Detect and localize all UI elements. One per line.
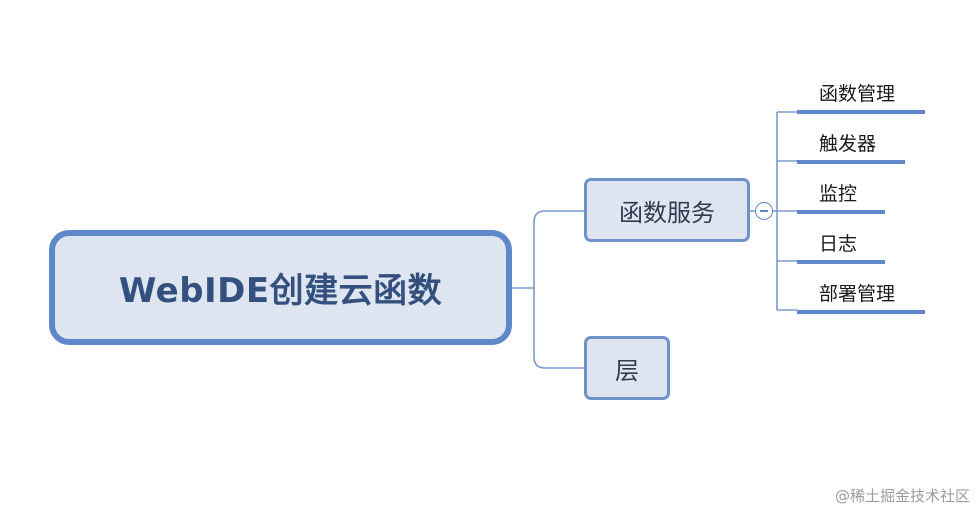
leaf-node-deployment-management[interactable]: 部署管理 xyxy=(797,272,925,314)
leaf-node-label: 触发器 xyxy=(819,133,877,155)
leaf-underline xyxy=(797,110,925,114)
leaf-underline xyxy=(797,210,885,214)
collapse-toggle-button[interactable] xyxy=(755,202,773,220)
root-node-label: WebIDE创建云函数 xyxy=(118,271,443,311)
leaf-node-label: 日志 xyxy=(819,233,858,255)
leaf-underline xyxy=(797,160,905,164)
minus-icon xyxy=(760,210,768,212)
leaf-node-function-management[interactable]: 函数管理 xyxy=(797,72,925,114)
leaf-underline xyxy=(797,310,925,314)
leaf-node-label: 监控 xyxy=(819,183,858,205)
leaf-node-logs[interactable]: 日志 xyxy=(797,222,885,264)
connector-services xyxy=(533,210,584,288)
leaf-node-label: 部署管理 xyxy=(819,283,896,305)
leaf-node-monitoring[interactable]: 监控 xyxy=(797,172,885,214)
branch-node-function-services[interactable]: 函数服务 xyxy=(584,178,750,242)
root-node[interactable]: WebIDE创建云函数 xyxy=(49,230,512,345)
leaf-node-trigger[interactable]: 触发器 xyxy=(797,122,905,164)
branch-node-label: 层 xyxy=(615,356,639,385)
watermark: @稀土掘金技术社区 xyxy=(834,487,970,505)
leaf-underline xyxy=(797,260,885,264)
branch-node-layer[interactable]: 层 xyxy=(584,336,670,400)
leaf-node-label: 函数管理 xyxy=(819,83,896,105)
branch-node-label: 函数服务 xyxy=(619,198,715,227)
connector-layer xyxy=(533,288,584,369)
